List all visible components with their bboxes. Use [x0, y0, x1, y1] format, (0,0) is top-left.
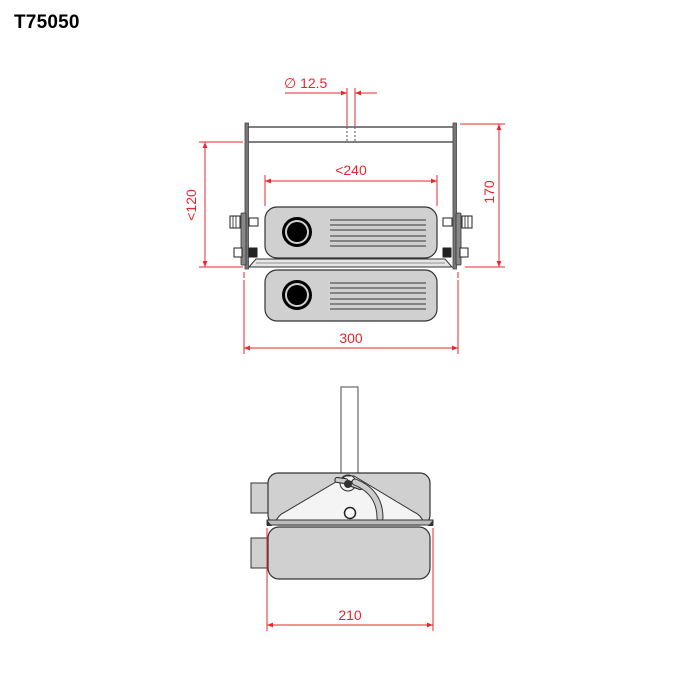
product-code-title: T75050 [14, 12, 80, 33]
dim-label-inner-width: <240 [335, 162, 367, 178]
lower-fixture [264, 269, 438, 322]
front-view: ∅ 12.5 <240 <120 170 3 [183, 75, 505, 354]
dim-label-diameter: ∅ 12.5 [284, 75, 328, 91]
yoke-arm-right [442, 122, 473, 270]
dim-depth [266, 528, 434, 631]
dim-height-right [457, 123, 505, 278]
mounting-tube [340, 386, 359, 480]
dim-height-left [199, 141, 245, 278]
dim-label-overall-width: 300 [339, 330, 363, 346]
dim-overall-width [243, 280, 459, 354]
dim-label-depth: 210 [338, 607, 362, 623]
yoke-arm-left [229, 122, 259, 270]
dim-inner-width [264, 175, 438, 206]
side-view: 210 [250, 386, 434, 631]
dim-label-height-right: 170 [481, 180, 497, 204]
yoke-side-plate [274, 475, 425, 524]
yoke-bar [248, 126, 454, 143]
dim-tube-diameter [285, 88, 377, 126]
dim-label-height-left: <120 [183, 189, 199, 221]
upper-fixture [264, 206, 438, 259]
